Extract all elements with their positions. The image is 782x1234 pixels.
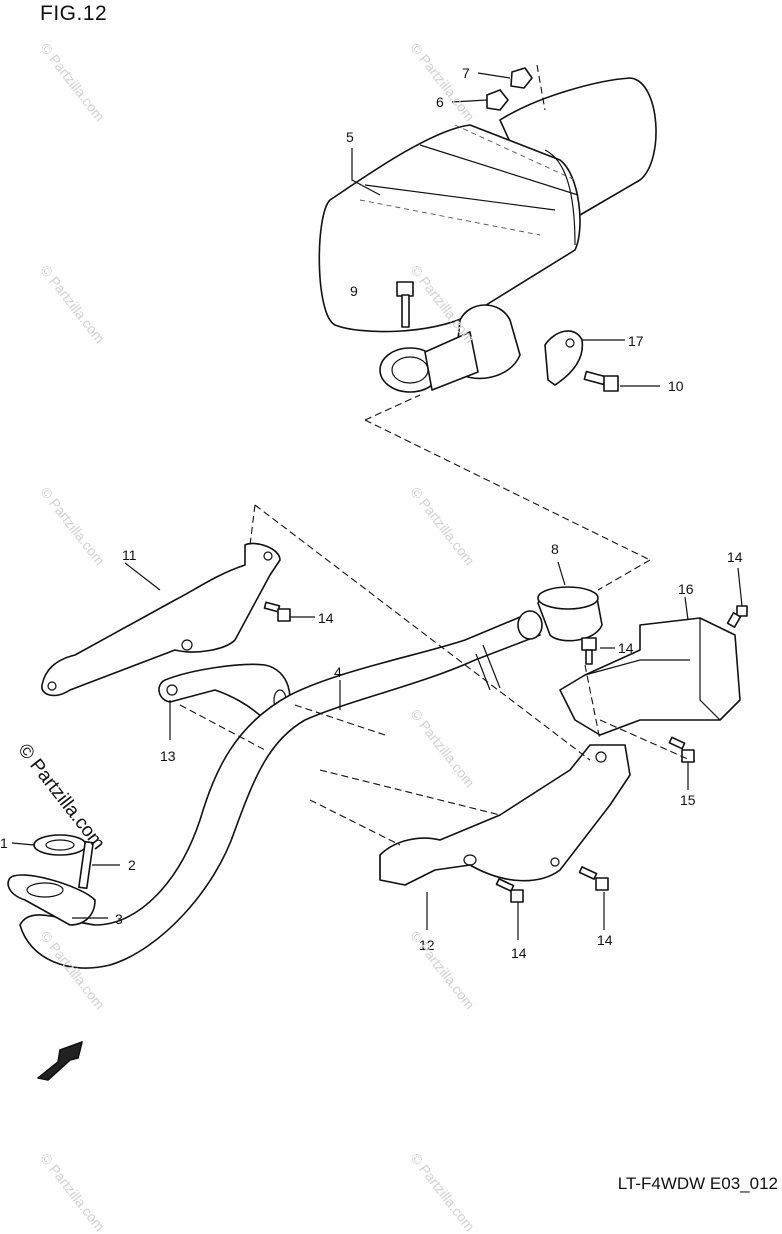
callout-2: 2 bbox=[128, 857, 136, 873]
callout-14-cover-mid: 14 bbox=[618, 640, 634, 656]
flange-3 bbox=[7, 874, 96, 926]
bolt-14-cover-16-mid bbox=[581, 637, 597, 665]
washer-6 bbox=[486, 89, 509, 111]
callout-16: 16 bbox=[678, 581, 694, 597]
callout-15: 15 bbox=[680, 792, 696, 808]
bolt-14-cover-12-left bbox=[495, 878, 524, 903]
callout-6: 6 bbox=[436, 94, 444, 110]
heat-cover-12 bbox=[379, 744, 631, 886]
callout-8: 8 bbox=[551, 541, 559, 557]
exhaust-parts-diagram: 7 6 5 9 17 10 11 14 8 14 16 14 4 13 15 1… bbox=[0, 64, 748, 1081]
callout-9: 9 bbox=[350, 283, 358, 299]
bolt-10 bbox=[583, 370, 619, 392]
callout-labels: 7 6 5 9 17 10 11 14 8 14 16 14 4 13 15 1… bbox=[0, 65, 743, 961]
diagram-code: LT-F4WDW E03_012 bbox=[617, 1174, 778, 1193]
callout-17: 17 bbox=[628, 333, 644, 349]
callout-4: 4 bbox=[334, 664, 342, 680]
callout-14-cover12-right: 14 bbox=[597, 932, 613, 948]
callout-7: 7 bbox=[462, 65, 470, 81]
callout-11: 11 bbox=[122, 547, 137, 563]
bolt-15 bbox=[668, 736, 695, 763]
nut-7 bbox=[510, 67, 533, 89]
assembly-lines bbox=[179, 64, 691, 846]
callout-1: 1 bbox=[0, 835, 8, 851]
joint-sleeve-8 bbox=[537, 586, 603, 642]
callout-12: 12 bbox=[419, 937, 435, 953]
bolt-14-cover-12-right bbox=[578, 866, 609, 891]
muffler bbox=[318, 77, 657, 333]
callout-10: 10 bbox=[668, 378, 684, 394]
heat-cover-16 bbox=[559, 617, 741, 736]
leader-lines bbox=[11, 72, 743, 940]
bracket-11 bbox=[41, 542, 281, 697]
muffler-inlet-pipe bbox=[379, 304, 521, 393]
exhaust-pipe-4 bbox=[19, 610, 543, 969]
stud-2 bbox=[78, 840, 94, 890]
figure-title: FIG.12 bbox=[40, 2, 108, 25]
callout-14-bracket: 14 bbox=[318, 610, 334, 626]
callout-3: 3 bbox=[115, 911, 123, 927]
bolt-9 bbox=[396, 281, 414, 328]
callout-14-cover-top: 14 bbox=[727, 549, 743, 565]
callout-13: 13 bbox=[160, 748, 176, 764]
bolt-14-cover-16-top bbox=[726, 605, 748, 628]
callout-14-cover12-left: 14 bbox=[511, 945, 527, 961]
front-direction-arrow-icon bbox=[37, 1041, 83, 1081]
bolt-14-bracket-11 bbox=[263, 601, 291, 622]
callout-5: 5 bbox=[346, 129, 354, 145]
bracket-17 bbox=[544, 330, 584, 386]
